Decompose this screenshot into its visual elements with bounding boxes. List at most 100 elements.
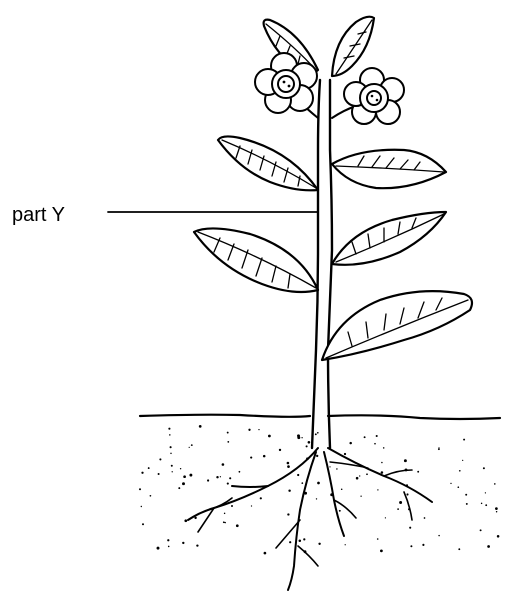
soil-speck	[356, 477, 359, 480]
soil-speck	[196, 544, 198, 546]
stem	[312, 80, 332, 448]
soil-speck	[231, 505, 233, 507]
soil-speck	[180, 468, 181, 469]
soil-speck	[376, 435, 378, 437]
soil-speck	[438, 535, 439, 536]
soil-speck	[142, 523, 144, 525]
soil-speck	[157, 547, 160, 550]
soil-speck	[483, 467, 485, 469]
soil-speck	[463, 439, 465, 441]
soil-speck	[349, 442, 351, 444]
soil-speck	[189, 447, 190, 448]
soil-speck	[287, 513, 289, 515]
soil-speck	[297, 474, 299, 476]
leaves	[194, 17, 472, 360]
soil-speck	[381, 462, 383, 464]
soil-speck	[159, 458, 161, 460]
flower-right	[332, 68, 404, 124]
soil-speck	[457, 486, 459, 488]
soil-speck	[170, 453, 171, 454]
soil-dots	[139, 425, 499, 554]
soil-speck	[227, 483, 229, 485]
soil-speck	[216, 476, 218, 478]
soil-speck	[458, 548, 460, 550]
soil-speck	[224, 522, 225, 523]
soil-speck	[303, 538, 305, 540]
soil-speck	[385, 517, 386, 518]
soil-speck	[359, 475, 360, 476]
soil-speck	[317, 432, 319, 434]
soil-speck	[199, 425, 202, 428]
soil-speck	[220, 476, 221, 477]
soil-speck	[380, 550, 383, 553]
soil-speck	[236, 524, 239, 527]
soil-speck	[424, 517, 426, 519]
soil-speck	[287, 462, 290, 465]
soil-speck	[364, 436, 366, 438]
soil-speck	[139, 488, 141, 490]
soil-speck	[297, 434, 300, 437]
soil-speck	[316, 455, 318, 457]
soil-speck	[406, 493, 408, 495]
soil-speck	[317, 482, 320, 485]
soil-speck	[374, 443, 376, 445]
soil-speck	[289, 541, 291, 543]
soil-speck	[462, 460, 463, 461]
soil-speck	[223, 521, 225, 523]
soil-speck	[438, 448, 440, 450]
soil-speck	[182, 542, 184, 544]
soil-speck	[308, 441, 311, 444]
leaf-left-upper	[218, 136, 318, 190]
soil-speck	[459, 470, 461, 472]
soil-speck	[260, 497, 262, 499]
soil-speck	[450, 483, 451, 484]
soil-speck	[224, 513, 225, 514]
soil-speck	[301, 482, 303, 484]
soil-speck	[264, 552, 267, 555]
soil-speck	[318, 543, 320, 545]
leaf-left-lower	[194, 228, 318, 292]
soil-speck	[377, 489, 378, 490]
soil-speck	[315, 433, 317, 435]
soil-speck	[222, 463, 225, 466]
soil-speck	[248, 429, 250, 431]
soil-speck	[417, 471, 419, 473]
soil-speck	[239, 471, 241, 473]
leaf-top-right	[332, 17, 374, 76]
leaf-right-mid	[332, 212, 446, 265]
soil-speck	[404, 459, 407, 462]
soil-speck	[178, 487, 180, 489]
soil-speck	[422, 544, 424, 546]
soil-speck	[141, 506, 142, 507]
soil-speck	[191, 444, 193, 446]
soil-speck	[301, 437, 302, 438]
soil-speck	[150, 495, 152, 497]
soil-speck	[485, 504, 487, 506]
soil-speck	[366, 473, 368, 475]
soil-speck	[397, 508, 399, 510]
soil-speck	[288, 489, 290, 491]
soil-speck	[168, 428, 170, 430]
leaf-right-upper	[332, 150, 446, 188]
soil-speck	[258, 429, 259, 430]
soil-speck	[251, 505, 252, 506]
soil-speck	[268, 435, 271, 438]
soil-speck	[487, 545, 490, 548]
soil-speck	[171, 465, 173, 467]
soil-speck	[183, 475, 186, 478]
soil-speck	[399, 501, 402, 504]
soil-speck	[148, 467, 150, 469]
soil-speck	[279, 449, 281, 451]
soil-speck	[360, 496, 361, 497]
soil-speck	[263, 455, 266, 458]
soil-speck	[158, 473, 160, 475]
soil-speck	[306, 445, 308, 447]
soil-speck	[316, 498, 317, 499]
soil-speck	[383, 447, 385, 449]
soil-speck	[169, 434, 171, 436]
soil-speck	[229, 477, 231, 479]
soil-speck	[409, 527, 411, 529]
roots	[188, 448, 432, 590]
soil-speck	[227, 441, 229, 443]
soil-speck	[341, 489, 343, 491]
